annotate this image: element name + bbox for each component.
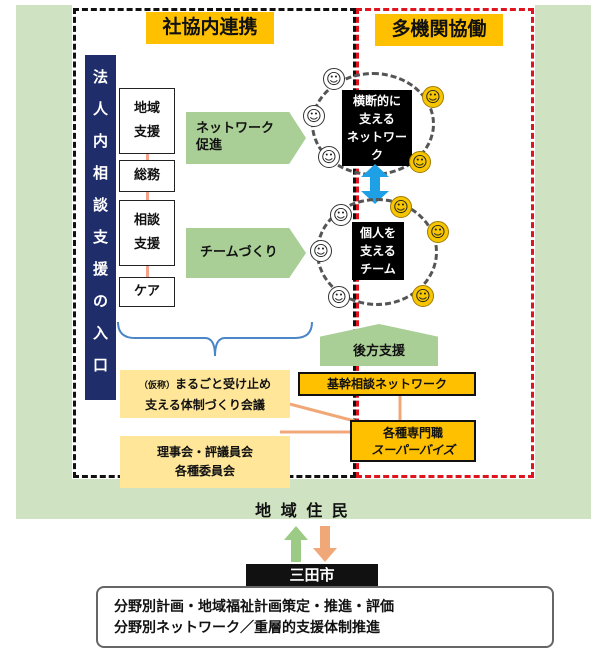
bracket-line [117, 322, 313, 357]
supervise-label: スーパーバイズ [371, 443, 455, 457]
title-multi-agency: 多機関協働 [375, 14, 503, 46]
cross-network-label: 横断的に 支える ネットワーク [342, 90, 412, 166]
marugoto-prefix: （仮称） [138, 381, 175, 391]
circle-text: 横断的に [352, 94, 401, 108]
unit-label: 支援 [133, 125, 160, 140]
vertical-char: 相 [92, 164, 108, 182]
marugoto-meeting-box: （仮称）まるごと受け止め 支える体制づくり会議 [120, 370, 290, 418]
circle-text: 支える [359, 112, 395, 126]
board-label: 理事会・評議員会 [156, 445, 253, 459]
unit-general-affairs: 総務 [119, 160, 175, 192]
unit-care: ケア [119, 277, 175, 307]
smiley-icon: ☺ [409, 151, 431, 173]
smiley-icon: ☺ [323, 68, 345, 90]
board-label: 各種委員会 [174, 464, 235, 478]
title-internal: 社協内連携 [146, 12, 274, 44]
unit-community-support: 地域 支援 [119, 88, 175, 154]
vertical-char: 入 [92, 324, 108, 342]
circle-text: ネットワーク [346, 130, 407, 162]
vertical-char: 法 [92, 68, 108, 86]
smiley-icon: ☺ [318, 146, 340, 168]
vertical-char: 援 [92, 260, 108, 278]
vertical-char: 内 [92, 132, 108, 150]
bidirectional-arrow-icon [361, 164, 389, 204]
vertical-char: 人 [92, 100, 108, 118]
plan-line: 分野別計画・地域福祉計画策定・推進・評価 [114, 599, 394, 615]
marugoto-line: 支える体制づくり会議 [145, 398, 265, 412]
marugoto-line: まるごと受け止め [175, 377, 272, 391]
community-residents-label: 地 域 住 民 [255, 501, 350, 520]
city-plan-box: 分野別計画・地域福祉計画策定・推進・評価 分野別ネットワーク／重層的支援体制推進 [96, 586, 554, 648]
supervise-label: 各種専門職 [382, 426, 443, 440]
unit-label: 地域 [133, 101, 160, 116]
team-building-arrow: チームづくり [186, 228, 306, 278]
unit-consultation-support: 相談 支援 [119, 200, 175, 266]
unit-label: 支援 [133, 237, 160, 252]
specialist-supervise-box: 各種専門職 スーパーバイズ [350, 420, 476, 462]
vertical-char: 談 [92, 196, 108, 214]
vertical-char: 口 [92, 356, 108, 374]
smiley-icon: ☺ [330, 204, 352, 226]
smiley-icon: ☺ [328, 286, 350, 308]
smiley-icon: ☺ [412, 285, 434, 307]
smiley-icon: ☺ [427, 221, 449, 243]
arrow-label: ネットワーク [196, 121, 275, 136]
smiley-icon: ☺ [422, 86, 444, 108]
up-arrow-icon [284, 526, 308, 562]
consultation-entrance-label: 法 人 内 相 談 支 援 の 入 口 [85, 55, 116, 400]
circle-text: 個人を [359, 226, 396, 240]
smiley-icon: ☺ [310, 240, 332, 262]
vertical-char: 支 [92, 228, 108, 246]
circle-text: チーム [360, 262, 396, 276]
individual-team-label: 個人を 支える チーム [352, 222, 404, 280]
arrow-label: 促進 [196, 138, 223, 153]
vertical-char: の [92, 292, 108, 310]
unit-label: 相談 [133, 213, 160, 228]
smiley-icon: ☺ [303, 105, 325, 127]
arrow-label: チームづくり [200, 245, 278, 260]
circle-text: 支える [360, 244, 396, 258]
network-promotion-arrow: ネットワーク 促進 [186, 112, 306, 164]
sanda-city-label: 三田市 [246, 564, 378, 586]
back-support-label: 後方支援 [352, 344, 405, 359]
smiley-icon: ☺ [390, 196, 412, 218]
down-arrow-icon [313, 526, 337, 562]
plan-line: 分野別ネットワーク／重層的支援体制推進 [114, 620, 380, 636]
core-consultation-network: 基幹相談ネットワーク [298, 372, 476, 396]
board-committee-box: 理事会・評議員会 各種委員会 [120, 436, 290, 488]
